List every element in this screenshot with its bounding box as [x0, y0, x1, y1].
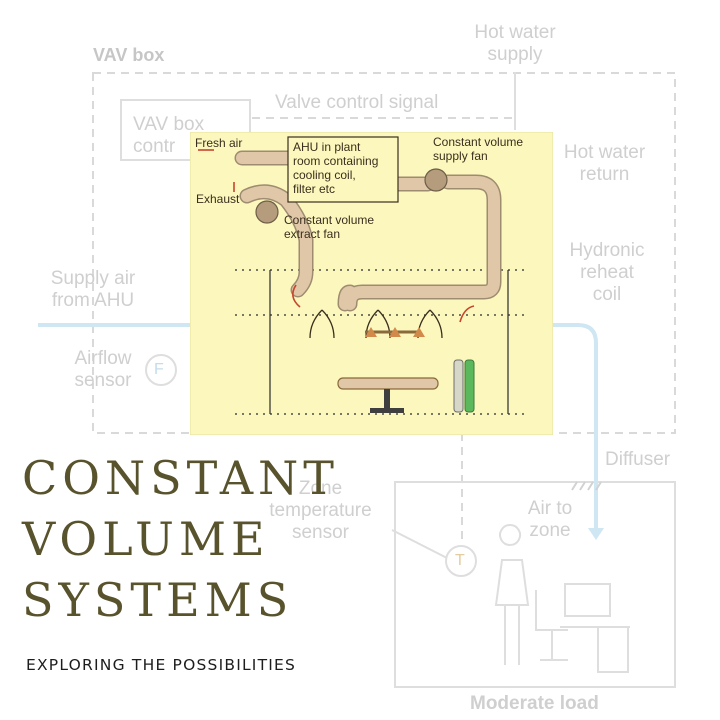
gas-cylinder-green [464, 359, 475, 413]
vav-box-label: VAV box [93, 45, 165, 65]
meeting-table-top [337, 377, 439, 390]
lighting-fixture [365, 327, 425, 337]
diffuser-hatch-4 [595, 481, 602, 491]
air-to-zone-label: Air to zone [527, 498, 573, 541]
zone-temperature-sensor-label: Zone temperature sensor [269, 478, 372, 543]
extract-air-arrow [292, 284, 301, 308]
meeting-table-base [370, 408, 404, 413]
airflow-sensor-circle [145, 354, 177, 386]
valve-control-signal-label: Valve control signal [275, 92, 439, 113]
zone-temperature-sensor-circle [445, 545, 477, 577]
sensor-leader-line [391, 529, 448, 559]
supply-fan-label: Constant volume supply fan [433, 135, 524, 163]
airflow-sensor-label: Airflow sensor [74, 348, 132, 391]
extract-fan-icon [255, 200, 279, 224]
diffuser-hatch-1 [571, 481, 578, 491]
supply-diffuser-left [309, 309, 335, 339]
exhaust-label: Exhaust [196, 192, 240, 206]
diffuser-hatch-2 [579, 481, 586, 491]
office-chair [535, 590, 568, 661]
return-air-arrow [459, 305, 475, 323]
computer-monitor [564, 583, 611, 617]
constant-volume-diagram-panel [190, 132, 553, 435]
air-to-zone-arrowhead [588, 528, 604, 540]
temperature-sensor-symbol: T [455, 552, 465, 569]
supply-fan-icon [424, 168, 448, 192]
vav-controller-box [120, 99, 251, 161]
fresh-air-label: Fresh air [195, 136, 243, 150]
meeting-table-leg [384, 389, 390, 409]
title-line-2: VOLUME [22, 512, 270, 566]
zone-room-outline [394, 481, 676, 688]
ahu-box-label: AHU in plant room containing cooling coi… [293, 140, 379, 196]
air-to-zone-duct-line [553, 323, 598, 533]
hot-water-supply-label: Hot water supply [474, 22, 556, 65]
supply-air-from-ahu-label: Supply air from AHU [50, 268, 136, 311]
moderate-load-label: Moderate load [470, 693, 599, 714]
diffuser-hatch-3 [587, 481, 594, 491]
airflow-sensor-symbol: F [154, 361, 164, 378]
desk-outline [560, 626, 630, 673]
occupant-figure [494, 524, 530, 665]
subtitle: EXPLORING THE POSSIBILITIES [26, 656, 297, 674]
hot-water-return-label: Hot water return [563, 142, 646, 185]
title-line-3: SYSTEMS [22, 573, 294, 627]
gas-cylinder-grey [453, 359, 464, 413]
vav-box-controller-label: VAV box contr [133, 114, 205, 157]
extract-fan-label: Constant volume extract fan [284, 213, 375, 241]
title-line-1: CONSTANT [22, 451, 339, 505]
hydronic-reheat-coil-label: Hydronic reheat coil [569, 240, 645, 305]
ahu-unit-box [287, 136, 399, 203]
diffuser-label: Diffuser [605, 449, 671, 470]
